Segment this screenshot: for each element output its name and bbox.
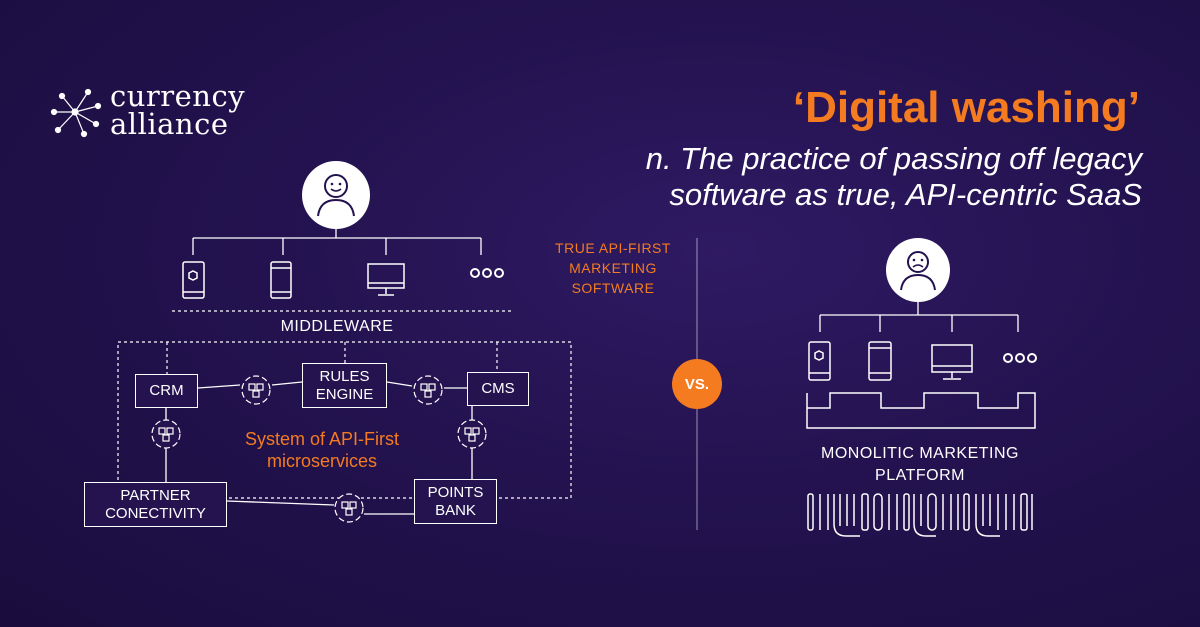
points-bank-box: POINTS BANK: [414, 479, 497, 524]
caption-line1: TRUE API-FIRST: [555, 240, 671, 256]
crm-label: CRM: [149, 382, 184, 400]
partner-line1: PARTNER: [120, 487, 191, 505]
points-line2: BANK: [435, 501, 476, 519]
versus-badge: VS.: [672, 359, 722, 409]
platform-label: MONOLITIC MARKETING PLATFORM: [800, 443, 1040, 487]
system-label: System of API-First microservices: [222, 428, 422, 472]
partner-line2: CONECTIVITY: [105, 504, 206, 522]
phone-icon: [868, 341, 892, 381]
crm-box: CRM: [135, 374, 198, 408]
logo-constellation-icon: [50, 88, 102, 138]
monitor-icon: [367, 263, 405, 296]
rules-engine-box: RULES ENGINE: [302, 363, 387, 408]
system-line1: System of API-First: [244, 429, 400, 449]
brand-name-line1: currency: [110, 79, 246, 113]
brand-name-line2: alliance: [110, 107, 229, 141]
api-cubes-icon: [151, 419, 181, 449]
monitor-icon: [931, 344, 973, 380]
smiley-user-icon: [302, 161, 370, 229]
caption-line3: SOFTWARE: [571, 280, 655, 296]
sad-user-icon: [886, 238, 950, 302]
api-cubes-icon: [457, 419, 487, 449]
cms-label: CMS: [481, 380, 515, 398]
caption-line2: MARKETING: [569, 260, 657, 276]
rules-engine-line1: RULES: [319, 368, 370, 386]
rules-engine-line2: ENGINE: [315, 385, 374, 403]
partner-connectivity-box: PARTNER CONECTIVITY: [84, 482, 227, 527]
left-diagram-caption: TRUE API-FIRST MARKETING SOFTWARE: [548, 238, 678, 298]
monolith-block: [806, 392, 1036, 429]
tangled-code-icon: [807, 493, 1033, 537]
more-dots-icon: [470, 268, 504, 278]
more-dots-icon: [1003, 353, 1037, 363]
platform-line2: PLATFORM: [875, 467, 965, 484]
api-cubes-icon: [241, 375, 271, 405]
cms-box: CMS: [467, 372, 529, 406]
headline-title: ‘Digital washing’: [792, 83, 1140, 132]
tablet-icon: [182, 261, 205, 299]
system-line2: microservices: [266, 451, 377, 471]
phone-icon: [270, 261, 292, 299]
api-cubes-icon: [334, 493, 364, 523]
headline-definition-line1: n. The practice of passing off legacy: [645, 141, 1142, 176]
tablet-icon: [808, 341, 831, 381]
headline-definition-line2: software as true, API-centric SaaS: [669, 177, 1142, 212]
platform-line1: MONOLITIC MARKETING: [821, 445, 1019, 462]
points-line1: POINTS: [427, 484, 484, 502]
middleware-label: MIDDLEWARE: [280, 318, 394, 335]
api-cubes-icon: [413, 375, 443, 405]
